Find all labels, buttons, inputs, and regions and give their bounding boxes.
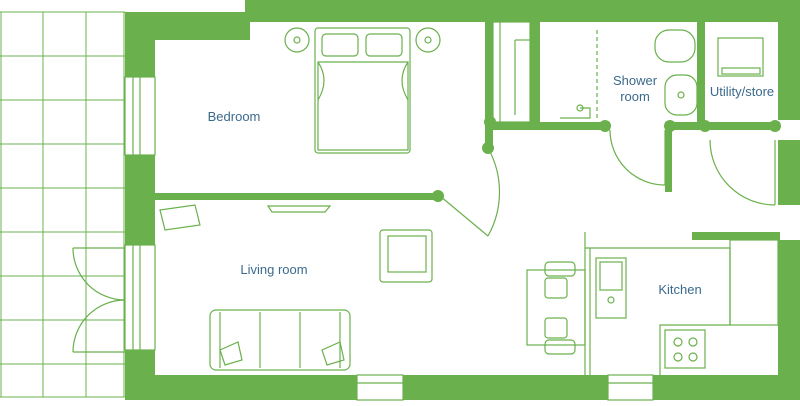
windows <box>124 76 654 401</box>
shower-room-label-line2: room <box>620 89 650 104</box>
doors <box>72 129 776 353</box>
sofa <box>209 309 351 371</box>
wardrobe <box>492 21 531 123</box>
double-bed <box>284 27 441 154</box>
utility-appliance <box>717 37 764 77</box>
terrace-grid <box>0 11 125 398</box>
exterior-walls <box>125 0 800 400</box>
kitchen-units <box>584 232 779 375</box>
living-furniture <box>159 204 433 283</box>
utility-store-label: Utility/store <box>710 84 774 99</box>
living-room-label: Living room <box>240 262 307 277</box>
dining-set <box>526 261 586 355</box>
kitchen-label: Kitchen <box>658 282 701 297</box>
interior-walls <box>155 20 781 240</box>
shower-fixtures <box>560 29 698 120</box>
bedroom-label: Bedroom <box>208 109 261 124</box>
shower-room-label-line1: Shower <box>613 73 658 88</box>
